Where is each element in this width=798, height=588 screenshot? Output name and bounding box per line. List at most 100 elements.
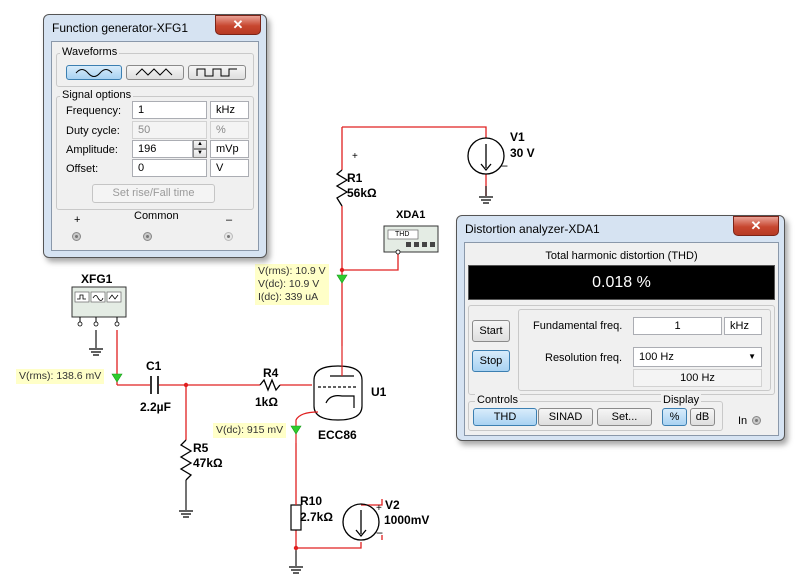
triangle-wave-button[interactable] xyxy=(126,65,184,80)
duty-cycle-unit-field[interactable]: % xyxy=(210,121,249,139)
r5-name: R5 xyxy=(193,441,209,455)
amplitude-label: Amplitude: xyxy=(66,144,118,156)
offset-input[interactable]: 0 xyxy=(132,159,207,177)
minus-terminal-label: – xyxy=(226,214,233,226)
probe-cathode-readout: V(dc): 915 mV xyxy=(213,423,287,438)
fundamental-freq-unit-field[interactable]: kHz xyxy=(724,317,762,335)
frequency-input[interactable]: 1 xyxy=(132,101,207,119)
function-generator-title: Function generator-XFG1 xyxy=(52,21,189,35)
square-wave-button[interactable] xyxy=(188,65,246,80)
resolution-freq-selected: 100 Hz xyxy=(639,351,674,363)
r10-name: R10 xyxy=(300,494,323,508)
r1-symbol xyxy=(335,169,349,207)
amplitude-down-button[interactable]: ▼ xyxy=(193,149,207,158)
controls-label: Controls xyxy=(475,394,520,406)
sine-wave-button[interactable] xyxy=(66,65,122,80)
frequency-unit-field[interactable]: kHz xyxy=(210,101,249,119)
thd-reading-display: 0.018 % xyxy=(468,265,775,300)
probe-anode-readout: V(rms): 10.9 V V(dc): 10.9 V I(dc): 339 … xyxy=(255,264,329,305)
thd-button[interactable]: THD xyxy=(473,408,537,426)
function-generator-close-button[interactable]: ✕ xyxy=(215,15,261,35)
v2-source xyxy=(342,503,380,541)
wires xyxy=(116,126,487,549)
waveforms-label: Waveforms xyxy=(60,46,120,58)
v1-value: 30 V xyxy=(510,146,535,160)
c1-name: C1 xyxy=(146,359,162,373)
function-generator-body: Waveforms Signal options Frequency: 1 kH… xyxy=(51,41,259,251)
xda1-screen-label: THD xyxy=(395,231,410,238)
duty-cycle-label: Duty cycle: xyxy=(66,125,120,137)
percent-display-button[interactable]: % xyxy=(662,408,687,426)
v2-value: 1000mV xyxy=(384,513,430,527)
r4-name: R4 xyxy=(263,366,279,380)
junction-dots xyxy=(183,267,345,551)
xfg1-label: XFG1 xyxy=(81,272,113,286)
start-button[interactable]: Start xyxy=(472,320,510,342)
distortion-analyzer-title: Distortion analyzer-XDA1 xyxy=(465,222,600,236)
probe-input-readout: V(rms): 138.6 mV xyxy=(16,369,105,384)
resolution-freq-label: Resolution freq. xyxy=(545,352,623,364)
analyzer-settings-group xyxy=(468,305,775,395)
stop-button[interactable]: Stop xyxy=(472,350,510,372)
amplitude-input[interactable]: 196 xyxy=(132,140,193,158)
ground-wires xyxy=(95,186,487,566)
xfg1-instrument xyxy=(71,286,127,327)
xda1-instrument xyxy=(383,225,439,255)
resolution-freq-select[interactable]: 100 Hz ▼ xyxy=(633,347,762,367)
c1-value: 2.2µF xyxy=(140,400,171,414)
r10-value: 2.7kΩ xyxy=(300,510,333,524)
offset-label: Offset: xyxy=(66,163,99,175)
u1-triode xyxy=(295,346,363,443)
chevron-down-icon: ▼ xyxy=(748,352,756,361)
input-terminal-label: In xyxy=(738,415,748,427)
u1-name: U1 xyxy=(371,385,387,399)
minus-terminal[interactable] xyxy=(224,232,233,241)
plus-terminal[interactable] xyxy=(72,232,81,241)
controls-group xyxy=(468,401,723,431)
c1-symbol xyxy=(150,376,159,394)
set-button[interactable]: Set... xyxy=(597,408,652,426)
v1-name: V1 xyxy=(510,130,525,144)
offset-unit-field[interactable]: V xyxy=(210,159,249,177)
duty-cycle-input[interactable]: 50 xyxy=(132,121,207,139)
common-terminal[interactable] xyxy=(143,232,152,241)
set-rise-fall-button[interactable]: Set rise/Fall time xyxy=(92,184,215,203)
common-terminal-label: Common xyxy=(134,210,179,222)
r5-symbol xyxy=(179,439,193,481)
r1-value: 56kΩ xyxy=(347,186,377,200)
u1-part: ECC86 xyxy=(318,428,357,442)
r1-name: R1 xyxy=(347,171,363,185)
db-display-button[interactable]: dB xyxy=(690,408,715,426)
waveforms-group xyxy=(56,53,254,87)
square-wave-icon xyxy=(196,68,237,77)
v2-name: V2 xyxy=(385,498,400,512)
frequency-label: Frequency: xyxy=(66,105,122,117)
distortion-analyzer-window: Distortion analyzer-XDA1 ✕ Total harmoni… xyxy=(456,215,785,441)
function-generator-window: Function generator-XFG1 ✕ Waveforms Sign… xyxy=(43,14,267,258)
sine-wave-icon xyxy=(75,69,113,77)
ground-symbols xyxy=(89,196,493,574)
triangle-wave-icon xyxy=(135,68,173,76)
plus-terminal-label: + xyxy=(74,214,81,226)
signal-options-group xyxy=(56,96,254,210)
thd-mode-title: Total harmonic distortion (THD) xyxy=(545,250,698,262)
xda1-label: XDA1 xyxy=(396,209,426,221)
resolution-freq-readout: 100 Hz xyxy=(633,369,762,387)
v1-source xyxy=(467,137,505,175)
sinad-button[interactable]: SINAD xyxy=(538,408,593,426)
amplitude-up-button[interactable]: ▲ xyxy=(193,140,207,149)
r4-value: 1kΩ xyxy=(255,395,278,409)
signal-options-label: Signal options xyxy=(60,89,134,101)
frequency-settings-group xyxy=(518,309,771,391)
distortion-analyzer-body: Total harmonic distortion (THD) 0.018 % … xyxy=(464,242,779,436)
display-label: Display xyxy=(661,394,702,406)
distortion-analyzer-close-button[interactable]: ✕ xyxy=(733,216,779,236)
probe-arrows xyxy=(111,274,348,435)
fundamental-freq-input[interactable]: 1 xyxy=(633,317,722,335)
r4-symbol xyxy=(259,378,281,392)
input-terminal[interactable] xyxy=(752,416,761,425)
r5-value: 47kΩ xyxy=(193,456,223,470)
amplitude-unit-field[interactable]: mVp xyxy=(210,140,249,158)
fundamental-freq-label: Fundamental freq. xyxy=(533,320,623,332)
